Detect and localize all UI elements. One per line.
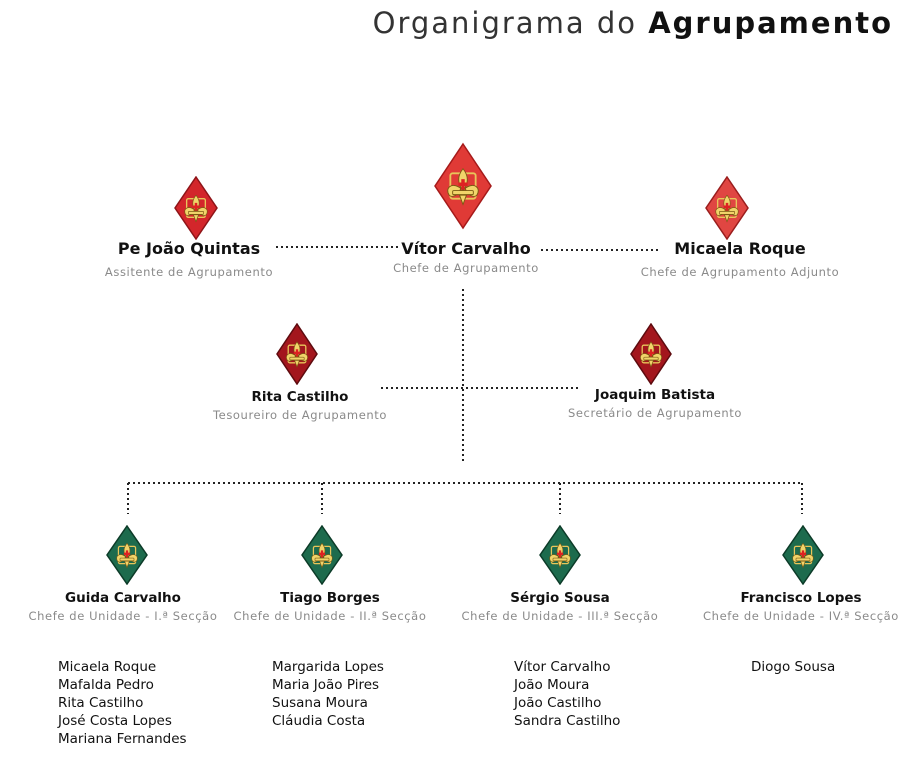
badge-unit-3-icon xyxy=(539,525,581,585)
list-item: João Castilho xyxy=(514,695,602,711)
member-list-unit-3: Vítor Carvalho João Moura João Castilho … xyxy=(514,658,620,730)
list-item: Mariana Fernandes xyxy=(58,731,187,747)
node-name: Sérgio Sousa xyxy=(510,590,610,606)
badge-secretary-icon xyxy=(630,323,672,385)
list-item: Micaela Roque xyxy=(58,659,157,675)
badge-unit-1-icon xyxy=(106,525,148,585)
badge-unit-2-icon xyxy=(301,525,343,585)
list-item: Susana Moura xyxy=(272,695,368,711)
node-name: Pe João Quintas xyxy=(117,239,261,258)
list-item: Rita Castilho xyxy=(58,695,144,711)
node-unit-1: Guida Carvalho Chefe de Unidade - I.ª Se… xyxy=(29,590,218,623)
list-item: Margarida Lopes xyxy=(272,659,384,675)
node-assistant: Pe João Quintas Assitente de Agrupamento xyxy=(105,239,273,279)
node-name: Vítor Carvalho xyxy=(401,239,531,258)
node-role: Tesoureiro de Agrupamento xyxy=(212,408,388,422)
node-role: Chefe de Unidade - I.ª Secção xyxy=(28,609,218,623)
node-unit-3: Sérgio Sousa Chefe de Unidade - III.ª Se… xyxy=(462,590,659,623)
badge-treasurer-icon xyxy=(276,323,318,385)
list-item: Vítor Carvalho xyxy=(514,659,611,675)
list-item: Mafalda Pedro xyxy=(58,677,154,693)
node-name: Guida Carvalho xyxy=(65,590,181,606)
title-prefix: Organigrama do xyxy=(372,6,637,40)
title-emphasis: Agrupamento xyxy=(648,6,893,40)
member-list-unit-1: Micaela Roque Mafalda Pedro Rita Castilh… xyxy=(58,658,187,748)
badge-left-icon xyxy=(174,176,218,240)
node-treasurer: Rita Castilho Tesoureiro de Agrupamento xyxy=(213,389,387,422)
node-deputy-chief: Micaela Roque Chefe de Agrupamento Adjun… xyxy=(641,239,840,279)
page-title: Organigrama do Agrupamento xyxy=(373,6,893,40)
node-name: Rita Castilho xyxy=(251,389,349,405)
node-role: Chefe de Unidade - III.ª Secção xyxy=(461,609,659,623)
node-role: Chefe de Agrupamento xyxy=(393,261,539,275)
badge-right-icon xyxy=(705,176,749,240)
node-unit-2: Tiago Borges Chefe de Unidade - II.ª Sec… xyxy=(234,590,427,623)
node-role: Chefe de Unidade - IV.ª Secção xyxy=(703,609,899,623)
list-item: Sandra Castilho xyxy=(514,713,621,729)
node-role: Assitente de Agrupamento xyxy=(104,265,274,279)
list-item: João Moura xyxy=(514,677,590,693)
node-name: Micaela Roque xyxy=(674,239,806,258)
badge-unit-4-icon xyxy=(782,525,824,585)
node-role: Chefe de Unidade - II.ª Secção xyxy=(233,609,427,623)
node-role: Secretário de Agrupamento xyxy=(567,406,743,420)
badge-center-icon xyxy=(434,142,492,230)
list-item: Maria João Pires xyxy=(272,677,380,693)
list-item: José Costa Lopes xyxy=(58,713,172,729)
list-item: Diogo Sousa xyxy=(751,659,836,675)
member-list-unit-4: Diogo Sousa xyxy=(751,658,835,676)
node-name: Joaquim Batista xyxy=(594,387,716,403)
list-item: Cláudia Costa xyxy=(272,713,366,729)
node-name: Tiago Borges xyxy=(280,590,380,606)
node-name: Francisco Lopes xyxy=(740,590,862,606)
node-secretary: Joaquim Batista Secretário de Agrupament… xyxy=(568,387,742,420)
node-chief: Vítor Carvalho Chefe de Agrupamento xyxy=(393,239,539,275)
member-list-unit-2: Margarida Lopes Maria João Pires Susana … xyxy=(272,658,384,730)
node-unit-4: Francisco Lopes Chefe de Unidade - IV.ª … xyxy=(703,590,899,623)
node-role: Chefe de Agrupamento Adjunto xyxy=(640,265,840,279)
